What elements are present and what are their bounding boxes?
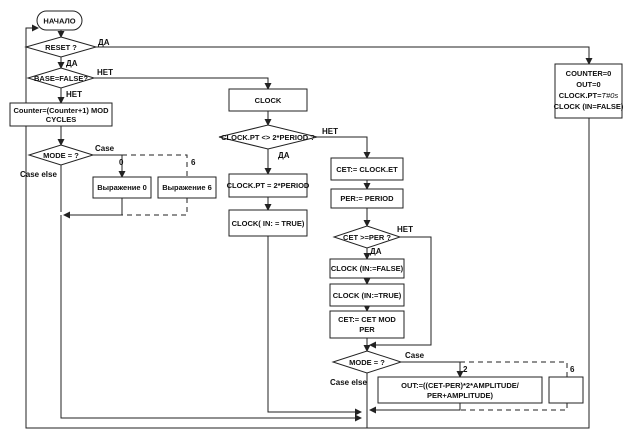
- svg-text:MODE = ?: MODE = ?: [43, 151, 79, 160]
- svg-text:Counter=(Counter+1) MOD: Counter=(Counter+1) MOD: [13, 106, 109, 115]
- svg-text:CLOCK.PT=T#0s: CLOCK.PT=T#0s: [559, 91, 619, 100]
- svg-text:НЕТ: НЕТ: [66, 90, 82, 99]
- svg-text:OUT:=((CET-PER)*2*AMPLITUDE/: OUT:=((CET-PER)*2*AMPLITUDE/: [401, 381, 520, 390]
- clock-false-process: CLOCK (IN:=FALSE): [329, 258, 405, 279]
- clock-process: CLOCK: [228, 88, 308, 112]
- svg-text:0: 0: [119, 158, 124, 167]
- svg-text:ДА: ДА: [370, 247, 382, 256]
- svg-text:CLOCK (IN:=FALSE): CLOCK (IN:=FALSE): [331, 264, 404, 273]
- svg-text:OUT=0: OUT=0: [576, 80, 600, 89]
- svg-text:Case else: Case else: [20, 170, 57, 179]
- svg-text:6: 6: [570, 365, 575, 374]
- svg-text:CET:= CLOCK.ET: CET:= CLOCK.ET: [336, 165, 398, 174]
- svg-text:НЕТ: НЕТ: [97, 68, 113, 77]
- cet-decision: CET >=PER ?: [332, 225, 402, 249]
- mode-decision-1: MODE = ?: [27, 144, 95, 166]
- branch-labels: ДА ДА НЕТ НЕТ Case Case else 0 6 НЕТ ДА …: [20, 38, 575, 387]
- pt-decision: CLOCK.PT <> 2*PERIOD ?: [218, 124, 318, 150]
- svg-text:PER:= PERIOD: PER:= PERIOD: [340, 194, 394, 203]
- reset-process: COUNTER=0 OUT=0 CLOCK.PT=T#0s CLOCK (IN=…: [554, 63, 624, 119]
- cet-assign-process: CET:= CLOCK.ET: [330, 157, 404, 181]
- case-6-empty-box: [548, 376, 584, 404]
- per-assign-process: PER:= PERIOD: [330, 188, 404, 209]
- svg-text:CYCLES: CYCLES: [46, 115, 76, 124]
- expression-0-box: Выражение 0: [92, 176, 152, 199]
- svg-text:CLOCK( IN: = TRUE): CLOCK( IN: = TRUE): [232, 219, 305, 228]
- svg-text:CLOCK: CLOCK: [255, 96, 282, 105]
- svg-text:НЕТ: НЕТ: [397, 225, 413, 234]
- cet-mod-process: CET:= CET MOD PER: [329, 310, 405, 339]
- svg-text:2: 2: [463, 365, 468, 374]
- reset-decision: RESET ?: [24, 36, 98, 58]
- svg-text:6: 6: [191, 158, 196, 167]
- svg-text:BASE=FALSE?: BASE=FALSE?: [34, 74, 88, 83]
- svg-text:Case: Case: [405, 351, 425, 360]
- svg-text:Case else: Case else: [330, 378, 367, 387]
- start-terminal: НАЧАЛО: [36, 10, 83, 31]
- connectors: [25, 24, 593, 429]
- svg-text:RESET ?: RESET ?: [45, 43, 77, 52]
- svg-text:CLOCK (IN=FALSE): CLOCK (IN=FALSE): [554, 102, 624, 111]
- base-decision: BASE=FALSE?: [26, 67, 96, 89]
- svg-text:НАЧАЛО: НАЧАЛО: [43, 17, 75, 26]
- svg-text:CET >=PER ?: CET >=PER ?: [343, 233, 391, 242]
- out-calc-process: OUT:=((CET-PER)*2*AMPLITUDE/ PER+AMPLITU…: [377, 376, 543, 404]
- svg-text:COUNTER=0: COUNTER=0: [566, 69, 612, 78]
- svg-text:MODE = ?: MODE = ?: [349, 358, 385, 367]
- svg-text:CET:= CET MOD: CET:= CET MOD: [338, 315, 396, 324]
- svg-text:CLOCK.PT <> 2*PERIOD ?: CLOCK.PT <> 2*PERIOD ?: [221, 133, 315, 142]
- svg-text:PER: PER: [359, 325, 375, 334]
- clock-true-process-2: CLOCK (IN:=TRUE): [329, 283, 405, 307]
- mode-decision-2: MODE = ?: [331, 350, 403, 374]
- svg-text:ДА: ДА: [278, 151, 290, 160]
- svg-text:CLOCK (IN:=TRUE): CLOCK (IN:=TRUE): [333, 291, 402, 300]
- expression-6-box: Выражение 6: [157, 176, 217, 199]
- svg-text:ДА: ДА: [66, 59, 78, 68]
- pt-set-process: CLOCK.PT = 2*PERIOD: [227, 173, 310, 198]
- svg-text:ДА: ДА: [98, 38, 110, 47]
- svg-text:CLOCK.PT = 2*PERIOD: CLOCK.PT = 2*PERIOD: [227, 181, 310, 190]
- svg-text:Выражение 6: Выражение 6: [162, 183, 212, 192]
- svg-text:Case: Case: [95, 144, 115, 153]
- clock-true-process-1: CLOCK( IN: = TRUE): [228, 209, 308, 237]
- counter-process: Counter=(Counter+1) MOD CYCLES: [9, 102, 113, 127]
- svg-text:PER+AMPLITUDE): PER+AMPLITUDE): [427, 391, 494, 400]
- svg-text:Выражение 0: Выражение 0: [97, 183, 147, 192]
- svg-text:НЕТ: НЕТ: [322, 127, 338, 136]
